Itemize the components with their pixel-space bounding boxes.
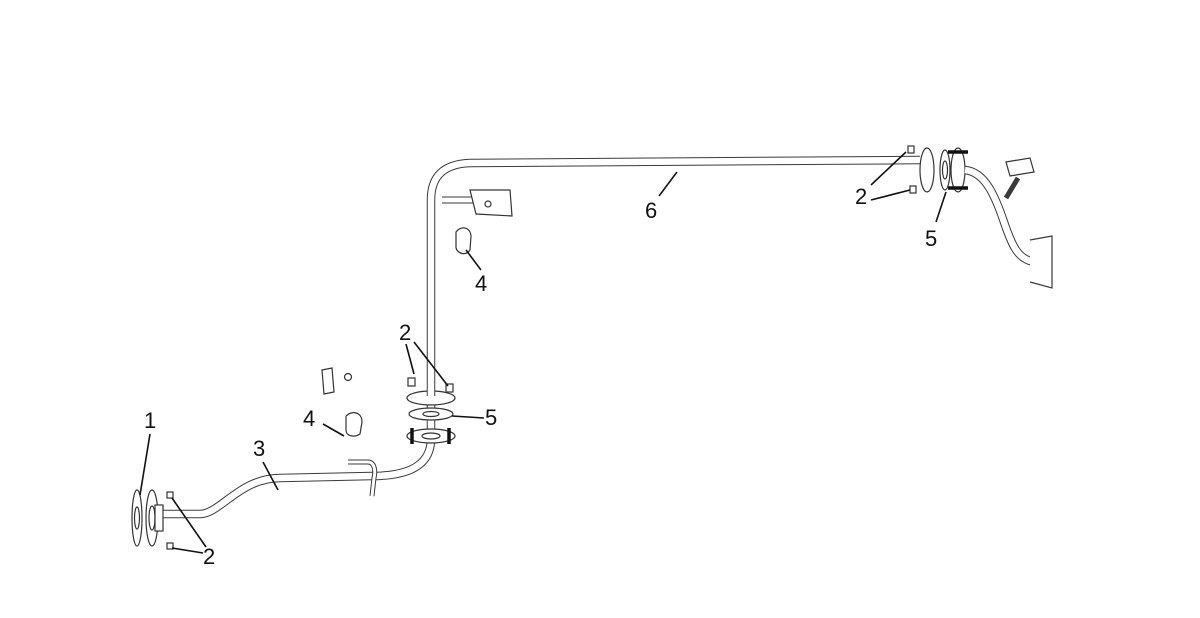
leader-lines: [139, 151, 947, 554]
callout-3: 3: [253, 436, 266, 461]
center-pipe-bracket: [469, 189, 513, 217]
callout-4-upper: 4: [475, 271, 488, 296]
callout-5-rear: 5: [925, 226, 938, 251]
rubber-hanger-upper: [455, 227, 472, 255]
rear-flange-joint: [907, 145, 968, 194]
callout-2-mid: 2: [399, 320, 412, 345]
callout-2-front: 2: [203, 544, 216, 569]
front-pipe-flange: [145, 489, 174, 550]
callout-6: 6: [645, 198, 658, 223]
callout-2-rear: 2: [855, 184, 868, 209]
front-pipe: [160, 400, 436, 519]
gasket-1: [131, 489, 143, 547]
rubber-hanger-lower: [321, 367, 363, 437]
callout-5-mid: 5: [485, 405, 498, 430]
callout-4-lower: 4: [303, 406, 316, 431]
mid-flange-joint: [406, 377, 456, 444]
callout-1: 1: [144, 408, 157, 433]
muffler-inlet: [964, 157, 1053, 289]
